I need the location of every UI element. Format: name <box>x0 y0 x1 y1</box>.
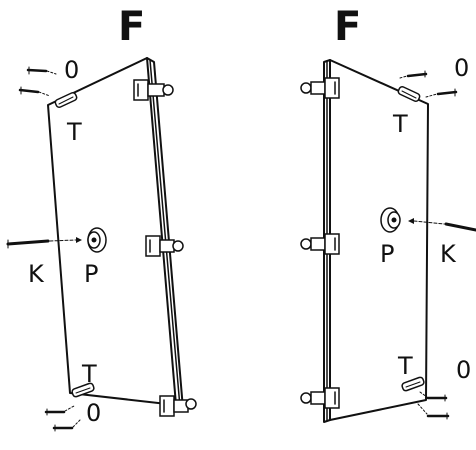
right-knob-p <box>380 207 401 233</box>
left-screws-bottom <box>44 405 81 432</box>
left-label-screw-top: 0 <box>64 56 79 84</box>
right-screws-top <box>399 70 458 98</box>
right-screw-k <box>408 218 476 232</box>
right-label-k: K <box>440 240 457 268</box>
right-door-panel <box>329 59 429 421</box>
left-label-k: K <box>28 260 45 288</box>
right-label-plate-top: T <box>392 110 408 138</box>
left-door-panel <box>47 57 177 406</box>
left-screws-top <box>18 66 57 97</box>
left-screw-k <box>6 237 82 249</box>
right-label-p: P <box>380 240 394 268</box>
left-knob-p <box>87 227 107 253</box>
left-label-plate-top: T <box>66 118 82 146</box>
right-hinge-top <box>300 77 340 99</box>
left-door-assembly: F 0 T K P T 0 <box>6 4 197 432</box>
left-label-plate-bottom: T <box>81 360 97 388</box>
right-heading: F <box>334 4 361 50</box>
right-door-assembly: F 0 T P K T 0 <box>300 4 476 423</box>
right-hinge-middle <box>300 233 340 255</box>
left-hinge-bottom <box>159 395 197 417</box>
right-label-screw-bottom: 0 <box>456 356 471 384</box>
left-hinge-top <box>133 79 174 101</box>
left-hinge-middle <box>145 235 184 257</box>
right-label-plate-bottom: T <box>397 352 413 380</box>
left-label-p: P <box>84 260 98 288</box>
left-heading: F <box>118 4 145 50</box>
right-label-screw-top: 0 <box>454 54 469 82</box>
right-hinge-bottom <box>300 387 340 409</box>
left-label-screw-bottom: 0 <box>86 399 101 427</box>
right-screws-bottom <box>417 391 450 420</box>
